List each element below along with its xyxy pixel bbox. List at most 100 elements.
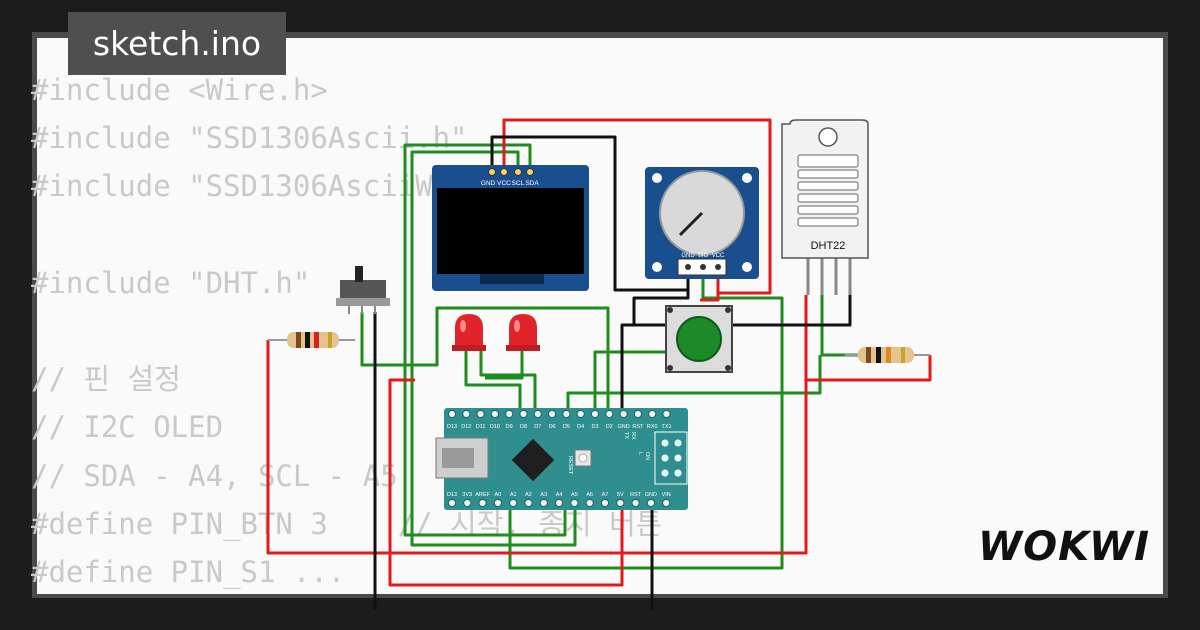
nano-pin[interactable]: [646, 498, 656, 508]
wokwi-logo: WOKWI: [978, 524, 1151, 570]
nano-pin[interactable]: [493, 498, 502, 508]
pot-mount-hole: [652, 262, 662, 272]
nano-label: TX: [623, 432, 629, 439]
nano-pin[interactable]: [662, 409, 671, 419]
nano-pin[interactable]: [476, 409, 485, 419]
nano-pin[interactable]: [555, 498, 564, 508]
dht22-sensor[interactable]: DHT22: [781, 119, 869, 295]
code-line: #include <Wire.h>: [31, 73, 328, 107]
nano-pin-label: 5V: [617, 492, 624, 498]
pin-label: SDA: [525, 180, 539, 187]
wire-red: [266, 295, 808, 555]
led-highlight: [460, 320, 466, 332]
nano-pin-label: RX0: [647, 424, 658, 430]
nano-labels: RESET TX RX L ON: [567, 432, 650, 475]
nano-pin-label: D2: [606, 424, 613, 430]
led-2[interactable]: [506, 314, 540, 351]
nano-pin[interactable]: [662, 498, 671, 508]
nano-pin[interactable]: [509, 498, 518, 508]
icsp-header: [654, 431, 688, 485]
resistor-band: [876, 347, 881, 363]
button-cap[interactable]: [676, 316, 722, 362]
code-background: #include <Wire.h> #include "SSD1306Ascii.…: [31, 66, 663, 596]
nano-pin-label: A4: [556, 492, 563, 498]
nano-pin-label: D10: [490, 424, 500, 430]
oled-ribbon: [480, 274, 544, 284]
nano-pin[interactable]: [548, 409, 557, 419]
nano-pin[interactable]: [447, 498, 457, 508]
nano-pin[interactable]: [505, 409, 514, 419]
wire-black: [732, 290, 852, 327]
dht-vent-grid: [797, 154, 859, 227]
code-line: #include "SSD1306Ascii.h": [31, 121, 468, 156]
nano-pin[interactable]: [524, 498, 533, 508]
resistor-band: [886, 347, 891, 363]
code-line: #define PIN_S1 ...: [31, 554, 346, 589]
nano-pin[interactable]: [648, 409, 657, 419]
nano-label: RX: [630, 432, 636, 440]
wire-red: [388, 378, 624, 587]
nano-pin-label: A1: [510, 492, 517, 498]
nano-pin[interactable]: [478, 498, 487, 508]
resistor-left[interactable]: [268, 332, 355, 348]
nano-pin[interactable]: [585, 498, 594, 508]
slide-switch[interactable]: [336, 266, 390, 314]
nano-pin[interactable]: [447, 409, 457, 419]
nano-pin[interactable]: [570, 498, 579, 508]
nano-pin-label: A2: [525, 492, 532, 498]
nano-pin[interactable]: [562, 409, 571, 419]
pin-label: GND: [481, 180, 496, 187]
nano-pin[interactable]: [633, 409, 643, 419]
resistor-right[interactable]: [845, 347, 930, 363]
nano-pin[interactable]: [605, 409, 614, 419]
nano-pin[interactable]: [539, 498, 548, 508]
oled-display[interactable]: GND VCC SCL SDA: [432, 165, 589, 291]
push-button[interactable]: [665, 305, 733, 373]
code-line: // 핀 설정: [31, 362, 181, 397]
nano-pin-label: D4: [577, 424, 584, 430]
wire-green: [593, 350, 665, 414]
dht-label: DHT22: [811, 240, 846, 252]
nano-pin-label: D11: [476, 424, 486, 430]
switch-lever[interactable]: [355, 266, 363, 282]
nano-pin[interactable]: [462, 409, 471, 419]
nano-pin[interactable]: [519, 409, 528, 419]
icsp-pins: [661, 439, 682, 477]
nano-pin[interactable]: [616, 498, 625, 508]
nano-board: [444, 408, 688, 510]
resistor-band: [296, 332, 301, 348]
switch-body: [340, 280, 386, 300]
pin-label: VCC: [497, 180, 511, 187]
nano-pin[interactable]: [590, 409, 600, 419]
potentiometer[interactable]: GND SIG VCC: [645, 167, 759, 279]
led-1[interactable]: [452, 314, 486, 351]
nano-pin[interactable]: [533, 409, 542, 419]
pin-label: VCC: [712, 253, 725, 259]
nano-pin-label: D7: [534, 424, 541, 430]
resistor-band: [328, 332, 332, 348]
nano-pin[interactable]: [463, 498, 472, 508]
nano-pin[interactable]: [600, 498, 610, 508]
wire-black: [620, 290, 690, 414]
nano-pin[interactable]: [576, 409, 585, 419]
pin-label: SCL: [512, 180, 525, 187]
nano-pin-label: D13: [447, 492, 457, 498]
nano-pin[interactable]: [490, 409, 499, 419]
nano-pin-label: AREF: [475, 492, 490, 498]
nano-pin[interactable]: [631, 498, 640, 508]
nano-pin-label: D3: [591, 424, 598, 430]
pot-indicator: [678, 211, 704, 237]
led-highlight: [514, 320, 520, 332]
led-rim: [506, 345, 540, 351]
nano-pin-label: 3V3: [462, 492, 472, 498]
nano-pin-label: A0: [495, 492, 502, 498]
wire-green: [479, 350, 537, 414]
wire-green: [566, 355, 822, 414]
wire-red: [502, 118, 772, 295]
button-corner: [667, 307, 673, 313]
code-line: // I2C OLED: [31, 410, 224, 445]
nano-pin[interactable]: [619, 409, 628, 419]
